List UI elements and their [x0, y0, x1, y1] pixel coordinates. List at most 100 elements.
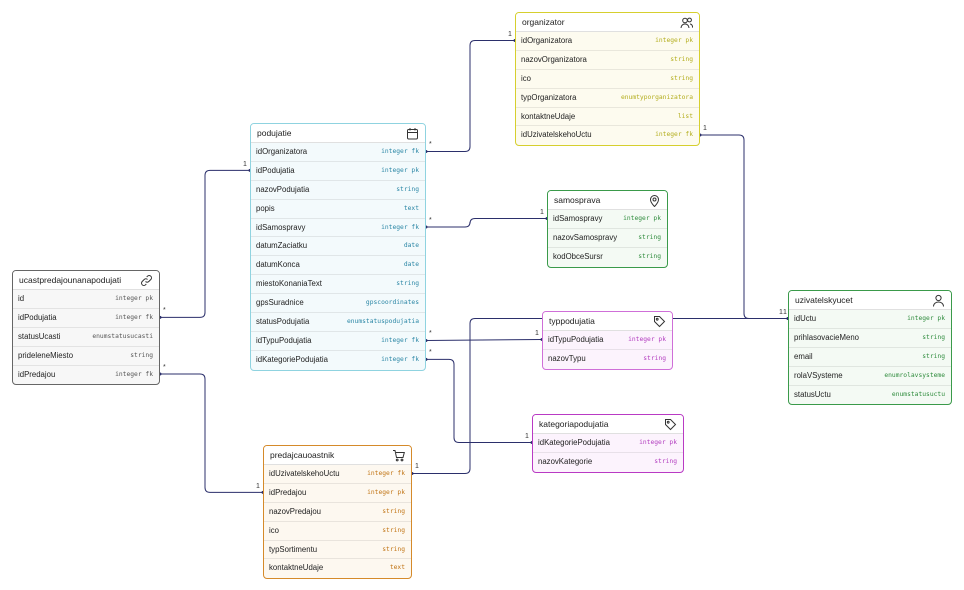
- entity-title: predajcauoastnik: [270, 450, 335, 460]
- field-type: integer pk: [628, 336, 666, 343]
- field-type: date: [403, 242, 419, 250]
- field-type: string: [922, 352, 945, 360]
- entity-title: kategoriapodujatia: [539, 419, 609, 429]
- entity-title: samosprava: [554, 195, 601, 205]
- entity-header[interactable]: ucastpredajounanapodujati: [13, 271, 159, 290]
- field-type: string: [382, 526, 405, 534]
- field-type: string: [670, 74, 693, 82]
- field-type: integer fk: [655, 131, 693, 139]
- field-type: gpscoordinates: [365, 299, 419, 307]
- field-name: nazovPodujatia: [256, 184, 310, 194]
- field-name: statusPodujatia: [256, 317, 310, 327]
- entity-header[interactable]: typpodujatia: [543, 312, 672, 331]
- cardinality-from: *: [429, 330, 432, 338]
- field-name: idPredajou: [18, 369, 56, 379]
- cardinality-from: *: [163, 364, 166, 372]
- field-type: string: [643, 354, 666, 362]
- field-name: idTypuPodujatia: [256, 335, 312, 345]
- entity-title: uzivatelskyucet: [795, 295, 853, 305]
- field-name: idOrganizatora: [521, 36, 573, 45]
- cardinality-to: 1: [783, 309, 787, 317]
- field-name: datumKonca: [256, 260, 300, 270]
- field-name: idOrganizatora: [256, 147, 308, 156]
- field-gpsSuradnice[interactable]: gpsSuradnice gpscoordinates: [251, 294, 425, 314]
- entity-header[interactable]: kategoriapodujatia: [533, 415, 683, 434]
- user-icon: [933, 294, 944, 307]
- field-name: idPodujatia: [18, 312, 57, 322]
- entity-title: organizator: [522, 17, 565, 27]
- entity-header[interactable]: podujatie: [251, 124, 425, 143]
- entity-header[interactable]: samosprava: [548, 191, 667, 210]
- field-prideleneMiesto[interactable]: prideleneMiesto string: [13, 347, 159, 366]
- field-type: string: [382, 507, 405, 515]
- field-type: enumrolavsysteme: [884, 371, 945, 379]
- entity-title: typpodujatia: [549, 316, 595, 326]
- field-type: string: [130, 351, 153, 359]
- entity-header[interactable]: organizator: [516, 13, 699, 32]
- field-name: prideleneMiesto: [18, 350, 74, 360]
- cardinality-from: *: [429, 141, 432, 149]
- entity-header[interactable]: uzivatelskyucet: [789, 291, 951, 310]
- relationship-line: [700, 134, 788, 319]
- entity-header[interactable]: predajcauoastnik: [264, 446, 411, 465]
- field-type: integer fk: [367, 470, 405, 477]
- field-name: gpsSuradnice: [256, 298, 304, 308]
- cardinality-to: 1: [256, 483, 260, 491]
- field-name: nazovOrganizatora: [521, 54, 587, 64]
- field-type: string: [638, 233, 661, 241]
- field-nazovSamospravy[interactable]: nazovSamospravy string: [548, 229, 667, 248]
- cardinality-to: 1: [779, 309, 783, 317]
- field-name: idPredajou: [269, 487, 307, 497]
- field-name: nazovKategorie: [538, 456, 593, 466]
- field-name: nazovSamospravy: [553, 232, 618, 242]
- field-name: typOrganizatora: [521, 92, 577, 102]
- field-type: list: [677, 112, 693, 120]
